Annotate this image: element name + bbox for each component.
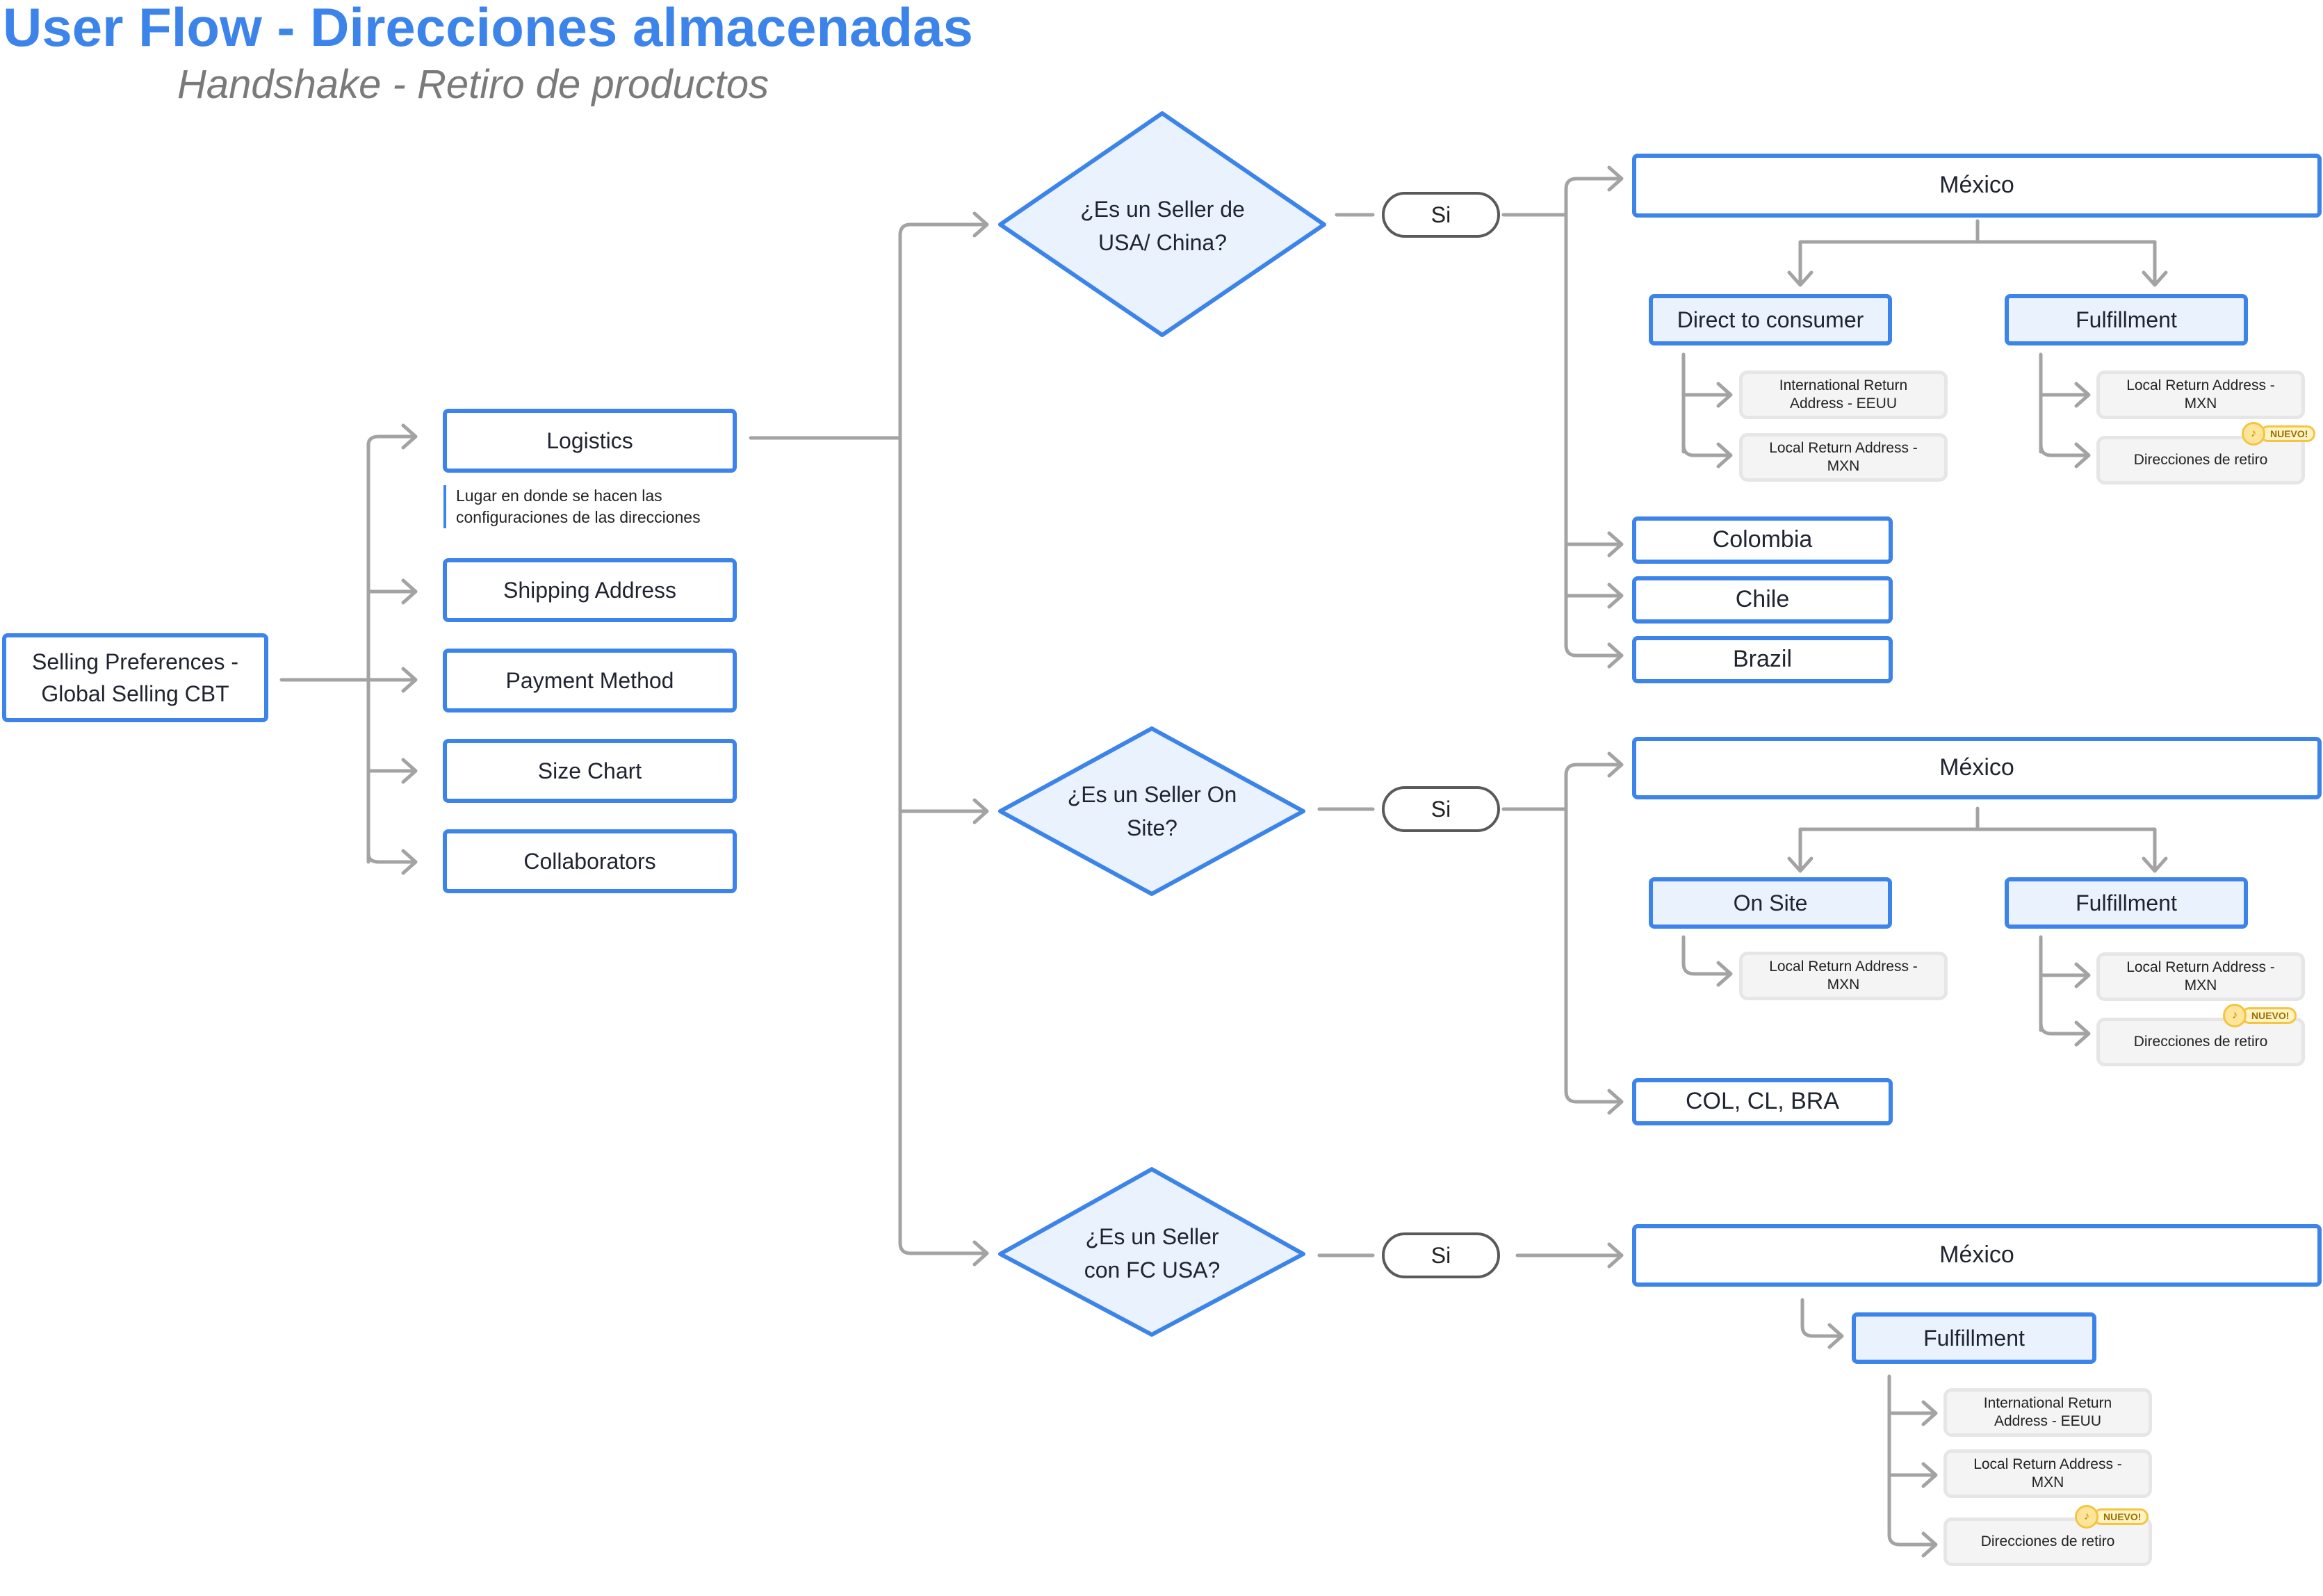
b2-ff-item-0: Local Return Address - MXN <box>2096 952 2305 1001</box>
b3-ff-item-0: International Return Address - EEUU <box>1943 1388 2152 1437</box>
b1-fulfillment-node: Fulfillment <box>2005 294 2248 345</box>
b2-ff-item-1: Direcciones de retiro <box>2096 1018 2305 1066</box>
logistics-note: Lugar en donde se hacen las configuracio… <box>443 485 763 528</box>
new-badge-text: NUEVO! <box>2260 425 2316 442</box>
b1-mexico-node: México <box>1632 154 2322 218</box>
bell-icon: ♪ <box>2223 1004 2247 1027</box>
payment-method-node: Payment Method <box>443 649 737 712</box>
question-fc-usa: ¿Es un Seller con FC USA? <box>1084 1224 1221 1282</box>
question-on-site: ¿Es un Seller On Site? <box>1067 782 1237 840</box>
shipping-address-node: Shipping Address <box>443 558 737 622</box>
collaborators-node: Collaborators <box>443 829 737 893</box>
b1-ff-item-1: Direcciones de retiro <box>2096 436 2305 484</box>
b1-ff-item-0: Local Return Address - MXN <box>2096 370 2305 419</box>
b2-new-badge: ♪ NUEVO! <box>2223 1004 2297 1027</box>
b1-dtc-node: Direct to consumer <box>1649 294 1892 345</box>
bell-icon: ♪ <box>2242 422 2265 446</box>
page-subtitle: Handshake - Retiro de productos <box>177 62 769 107</box>
b3-fulfillment-node: Fulfillment <box>1852 1312 2096 1364</box>
b1-dtc-item-0: International Return Address - EEUU <box>1739 370 1948 419</box>
b1-brazil-node: Brazil <box>1632 636 1893 683</box>
b2-onsite-item-0: Local Return Address - MXN <box>1739 952 1948 1000</box>
b2-col-cl-bra-node: COL, CL, BRA <box>1632 1078 1893 1125</box>
decision-diamond-on-site <box>998 726 1305 896</box>
answer-si-2: Si <box>1382 786 1500 832</box>
b1-new-badge: ♪ NUEVO! <box>2242 422 2316 446</box>
b1-chile-node: Chile <box>1632 576 1893 624</box>
b3-mexico-node: México <box>1632 1224 2322 1287</box>
size-chart-node: Size Chart <box>443 739 737 803</box>
b2-onsite-node: On Site <box>1649 877 1892 929</box>
answer-si-3: Si <box>1382 1232 1500 1278</box>
b1-colombia-node: Colombia <box>1632 516 1893 564</box>
b2-mexico-node: México <box>1632 737 2322 799</box>
b2-fulfillment-node: Fulfillment <box>2005 877 2248 929</box>
decision-diamond-usa-china <box>998 111 1326 337</box>
page-title: User Flow - Direcciones almacenadas <box>3 0 973 58</box>
b3-ff-item-1: Local Return Address - MXN <box>1943 1449 2152 1498</box>
bell-icon: ♪ <box>2075 1505 2098 1529</box>
root-label: Selling Preferences - Global Selling CBT <box>31 649 239 706</box>
decision-diamond-fc-usa <box>998 1167 1305 1337</box>
answer-si-1: Si <box>1382 192 1500 238</box>
question-usa-china: ¿Es un Seller de USA/ China? <box>1080 197 1245 255</box>
b1-dtc-item-1: Local Return Address - MXN <box>1739 433 1948 482</box>
new-badge-text: NUEVO! <box>2093 1508 2149 1525</box>
new-badge-text: NUEVO! <box>2241 1007 2297 1024</box>
b3-ff-item-2: Direcciones de retiro <box>1943 1517 2152 1566</box>
root-node: Selling Preferences - Global Selling CBT <box>2 633 268 722</box>
logistics-node: Logistics <box>443 409 737 473</box>
b3-new-badge: ♪ NUEVO! <box>2075 1505 2149 1529</box>
